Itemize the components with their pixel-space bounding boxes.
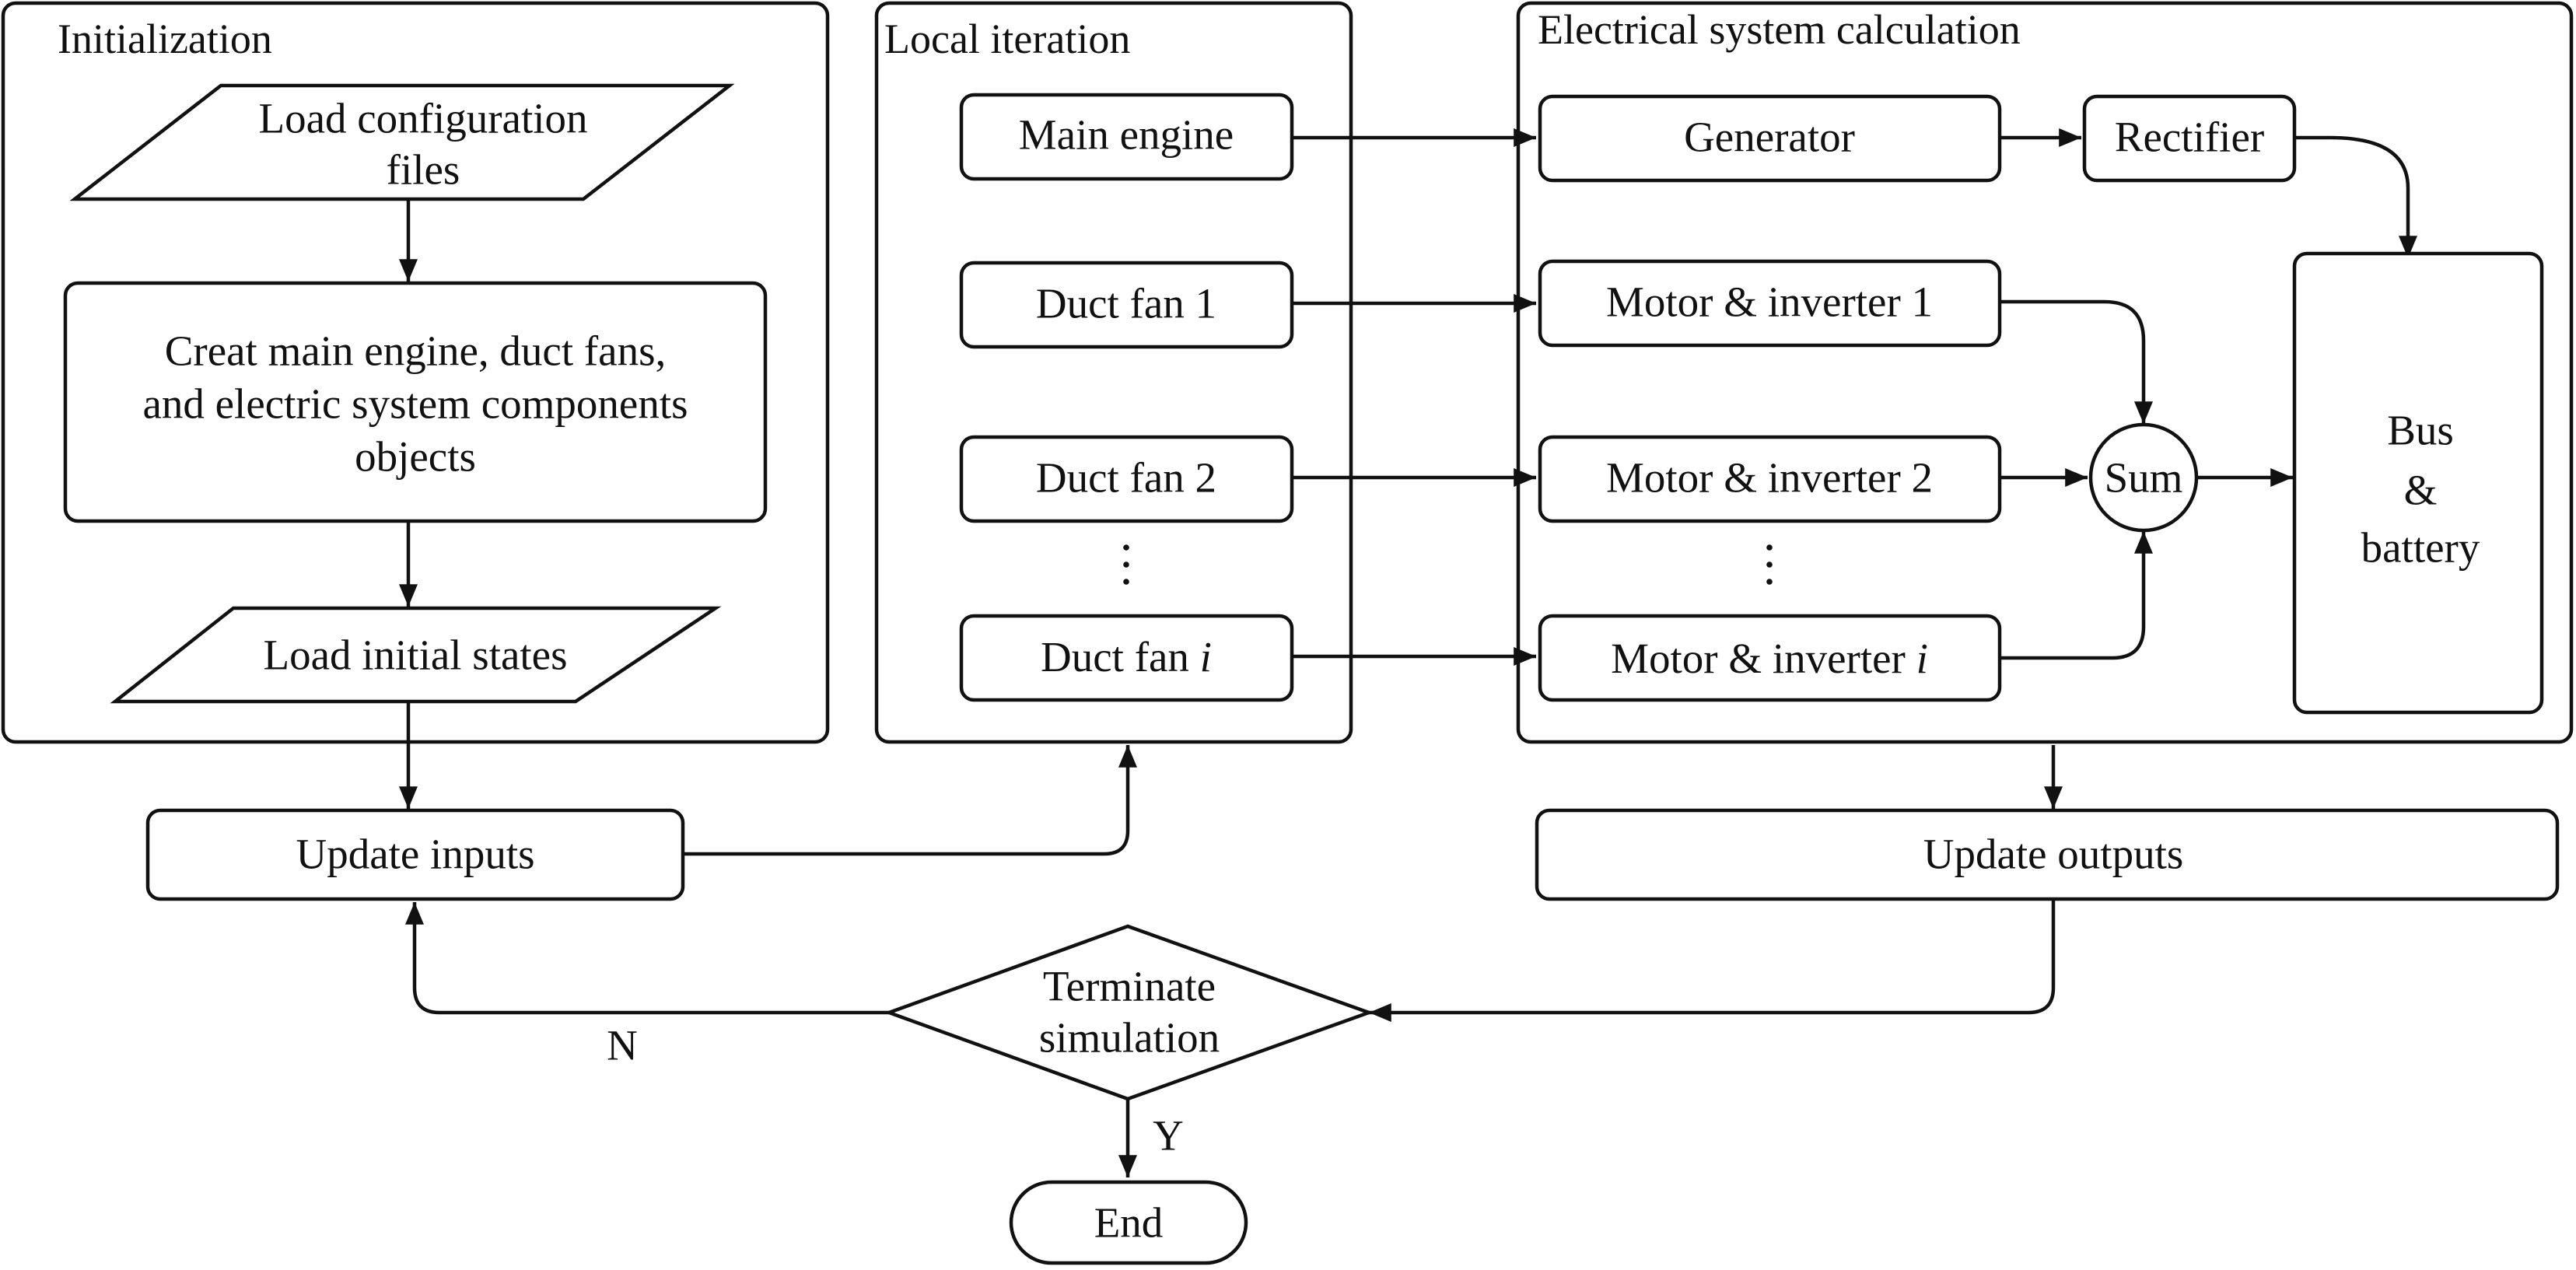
local-iteration-panel-title: Local iteration xyxy=(884,16,1130,62)
duct-fan-1-label: Duct fan 1 xyxy=(1036,280,1216,327)
edge-motori-to-sum xyxy=(2000,531,2153,660)
no-branch-label: N xyxy=(607,1022,638,1069)
ellipsis-motors xyxy=(1766,544,1773,585)
edge-update-outputs-to-terminate xyxy=(1369,900,2056,1022)
motor-inverter-i-node: Motor & inverter i xyxy=(1538,614,2002,702)
create-objects-label-line1: Creat main engine, duct fans, xyxy=(165,327,667,375)
bus-battery-label-line2: & xyxy=(2404,467,2438,514)
motor-inverter-2-node: Motor & inverter 2 xyxy=(1538,435,2002,523)
duct-fan-2-label: Duct fan 2 xyxy=(1036,454,1216,502)
motor-inverter-2-label: Motor & inverter 2 xyxy=(1606,454,1933,502)
ellipsis-fans xyxy=(1123,544,1129,585)
motor-inverter-i-label: Motor & inverter i xyxy=(1611,635,1928,682)
load-configuration-label-line2: files xyxy=(387,146,460,194)
update-outputs-label: Update outputs xyxy=(1923,831,2184,878)
yes-branch-label: Y xyxy=(1153,1112,1184,1160)
sum-label: Sum xyxy=(2105,454,2183,502)
duct-fan-i-node: Duct fan i xyxy=(959,614,1294,702)
create-objects-label-line2: and electric system components xyxy=(142,380,688,428)
update-inputs-node: Update inputs xyxy=(145,808,685,901)
edge-update-inputs-to-local-iteration xyxy=(683,745,1137,856)
update-outputs-node: Update outputs xyxy=(1535,808,2560,901)
duct-fan-i-label: Duct fan i xyxy=(1041,633,1212,680)
main-engine-label: Main engine xyxy=(1019,111,1234,159)
connectors xyxy=(399,128,2417,1177)
edge-motor1-to-sum xyxy=(2000,299,2153,424)
terminate-simulation-node: Terminate simulation xyxy=(884,924,1374,1101)
load-initial-states-node: Load initial states xyxy=(110,606,722,704)
load-initial-states-label: Load initial states xyxy=(263,632,567,679)
sum-node: Sum xyxy=(2088,422,2199,533)
rectifier-label: Rectifier xyxy=(2115,114,2264,161)
create-objects-label-line3: objects xyxy=(355,433,476,481)
duct-fan-1-node: Duct fan 1 xyxy=(959,261,1294,349)
edge-rectifier-to-bus xyxy=(2294,135,2417,259)
generator-node: Generator xyxy=(1538,94,2002,183)
update-inputs-label: Update inputs xyxy=(296,831,534,878)
bus-battery-node: Bus & battery xyxy=(2292,251,2544,715)
bus-battery-label-line3: battery xyxy=(2361,524,2480,572)
edge-terminate-no-to-update-inputs xyxy=(405,902,889,1015)
generator-label: Generator xyxy=(1684,114,1855,161)
motor-inverter-1-node: Motor & inverter 1 xyxy=(1538,259,2002,348)
duct-fan-2-node: Duct fan 2 xyxy=(959,435,1294,523)
end-label: End xyxy=(1094,1199,1164,1247)
bus-battery-label-line1: Bus xyxy=(2387,407,2454,454)
terminate-label-line2: simulation xyxy=(1039,1014,1220,1062)
rectifier-node: Rectifier xyxy=(2082,94,2297,183)
motor-inverter-1-label: Motor & inverter 1 xyxy=(1606,278,1933,326)
local-iteration-panel: Local iteration xyxy=(874,1,1353,744)
electrical-system-panel-title: Electrical system calculation xyxy=(1538,6,2021,53)
initialization-panel-title: Initialization xyxy=(58,16,272,62)
main-engine-node: Main engine xyxy=(959,93,1294,181)
terminate-label-line1: Terminate xyxy=(1043,963,1216,1010)
end-node: End xyxy=(1009,1180,1248,1265)
load-configuration-node: Load configuration files xyxy=(69,83,735,201)
load-configuration-label-line1: Load configuration xyxy=(258,95,587,142)
create-objects-node: Creat main engine, duct fans, and electr… xyxy=(63,281,768,523)
